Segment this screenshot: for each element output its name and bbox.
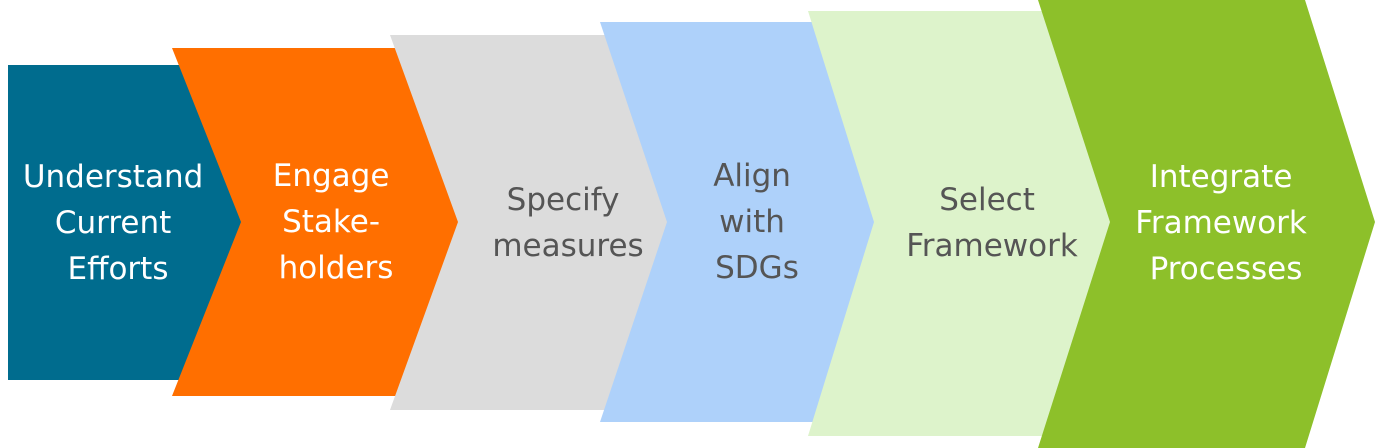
step-integrate-line-3: Processes bbox=[1150, 251, 1303, 287]
step-understand-line-2: Current bbox=[55, 205, 171, 241]
step-specify-measures-shape bbox=[390, 35, 685, 410]
step-understand-current-efforts: Understand Current Efforts bbox=[8, 65, 262, 380]
step-select-framework-shape bbox=[808, 11, 1130, 436]
step-align-line-1: Align bbox=[713, 158, 791, 194]
step-align-line-2: with bbox=[719, 204, 785, 240]
step-integrate-line-2: Framework bbox=[1135, 205, 1307, 241]
step-understand-current-efforts-label: Understand Current Efforts bbox=[23, 159, 213, 287]
step-align-with-sdgs-shape bbox=[600, 22, 892, 422]
step-select-line-2: Framework bbox=[906, 228, 1078, 264]
step-engage-line-2: Stake- bbox=[282, 204, 380, 240]
step-specify-measures-label: Specify measures bbox=[492, 182, 643, 264]
step-integrate-framework-processes-shape bbox=[1038, 0, 1375, 448]
step-select-line-1: Select bbox=[939, 182, 1035, 218]
step-engage-stakeholders: Engage Stake- holders bbox=[172, 48, 478, 396]
step-engage-line-1: Engage bbox=[273, 158, 390, 194]
step-engage-stakeholders-label: Engage Stake- holders bbox=[273, 158, 400, 286]
step-engage-stakeholders-shape bbox=[172, 48, 478, 396]
step-integrate-line-1: Integrate bbox=[1150, 159, 1293, 195]
step-integrate-framework-processes: Integrate Framework Processes bbox=[1038, 0, 1375, 448]
step-align-line-3: SDGs bbox=[715, 250, 799, 286]
step-understand-line-3: Efforts bbox=[68, 251, 169, 287]
step-select-framework: Select Framework bbox=[808, 11, 1130, 436]
step-engage-line-3: holders bbox=[279, 250, 394, 286]
step-understand-line-1: Understand bbox=[23, 159, 203, 195]
step-specify-line-2: measures bbox=[492, 228, 643, 264]
step-integrate-framework-processes-label: Integrate Framework Processes bbox=[1135, 159, 1316, 287]
step-specify-line-1: Specify bbox=[507, 182, 620, 218]
step-select-framework-label: Select Framework bbox=[906, 182, 1078, 264]
step-understand-current-efforts-shape bbox=[8, 65, 262, 380]
step-align-with-sdgs: Align with SDGs bbox=[600, 22, 892, 422]
step-specify-measures: Specify measures bbox=[390, 35, 685, 410]
step-align-with-sdgs-label: Align with SDGs bbox=[713, 158, 801, 286]
